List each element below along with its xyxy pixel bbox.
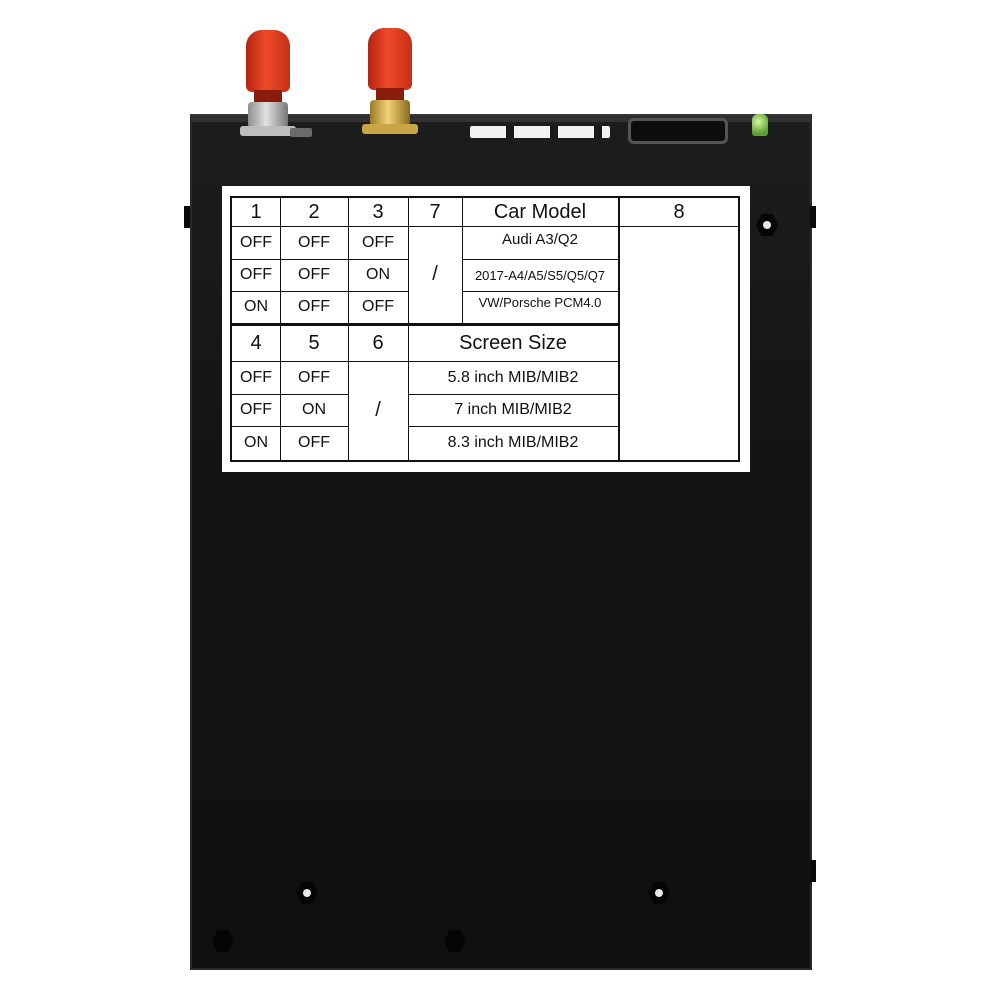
antenna-left-icon xyxy=(240,30,296,140)
screw-icon xyxy=(756,214,778,236)
screen-row-1-s5: OFF xyxy=(298,368,330,386)
screen-row-3-size: 8.3 inch MIB/MIB2 xyxy=(447,434,579,451)
switch-slot xyxy=(290,128,312,137)
screen-row-3-s4: ON xyxy=(244,434,268,451)
col7-value: / xyxy=(432,263,438,285)
dip-switch-label: 1 2 3 7 Car Model 8 OFF OFF OFF Audi A3/… xyxy=(222,186,750,472)
header-switch-1: 1 xyxy=(250,200,262,223)
car-row-2-s1: OFF xyxy=(240,266,272,283)
car-row-1-s1: OFF xyxy=(240,233,272,251)
header-switch-2: 2 xyxy=(308,200,320,223)
side-nub xyxy=(184,206,190,228)
car-row-3-s1: ON xyxy=(244,298,268,315)
screen-row-1-s4: OFF xyxy=(240,368,272,386)
side-nub xyxy=(810,860,816,882)
header-car-model: Car Model xyxy=(493,200,587,223)
car-row-2-model: 2017-A4/A5/S5/Q5/Q7 xyxy=(474,267,606,283)
car-row-3-s2: OFF xyxy=(298,298,330,315)
car-row-3-s3: OFF xyxy=(362,298,394,315)
screw-icon xyxy=(296,882,318,904)
dip-switch-table: 1 2 3 7 Car Model 8 OFF OFF OFF Audi A3/… xyxy=(230,196,740,462)
car-row-2-s2: OFF xyxy=(298,266,330,283)
header-switch-3: 3 xyxy=(372,200,384,223)
screw-icon xyxy=(648,882,670,904)
led-icon xyxy=(752,114,768,136)
screen-row-2-s5: ON xyxy=(302,401,326,418)
header-screen-size: Screen Size xyxy=(459,332,567,354)
screen-row-3-s5: OFF xyxy=(298,434,330,451)
car-row-2-s3: ON xyxy=(366,266,390,283)
header-switch-4: 4 xyxy=(250,332,262,354)
car-row-1-model: Audi A3/Q2 xyxy=(502,231,578,248)
screen-row-2-size: 7 inch MIB/MIB2 xyxy=(454,401,572,418)
vent-grille xyxy=(470,126,610,138)
col6-value: / xyxy=(375,399,381,421)
port-icon xyxy=(628,118,728,144)
screw-icon xyxy=(212,930,234,952)
car-row-1-s2: OFF xyxy=(298,233,330,251)
car-row-1-s3: OFF xyxy=(362,233,394,251)
side-nub xyxy=(810,206,816,228)
car-row-3-model: VW/Porsche PCM4.0 xyxy=(478,295,602,310)
header-switch-7: 7 xyxy=(429,200,441,223)
header-switch-5: 5 xyxy=(308,332,320,354)
screen-row-2-s4: OFF xyxy=(240,401,272,418)
screw-icon xyxy=(444,930,466,952)
header-switch-8: 8 xyxy=(673,200,685,223)
header-switch-6: 6 xyxy=(372,332,384,354)
screen-row-1-size: 5.8 inch MIB/MIB2 xyxy=(447,368,579,386)
antenna-right-icon xyxy=(362,28,418,138)
